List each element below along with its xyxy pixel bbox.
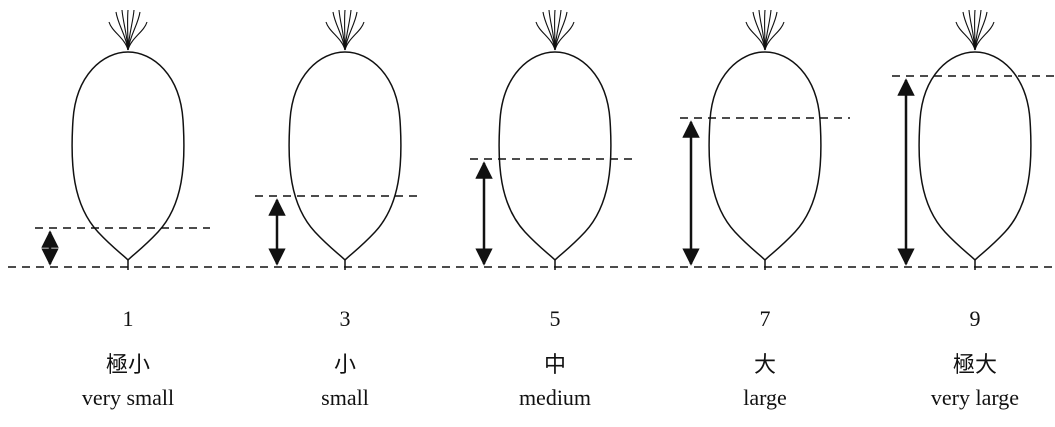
root-9 [918, 9, 1032, 270]
english-label-7: large [743, 385, 787, 410]
leaf-tuft-icon [745, 9, 785, 51]
japanese-label-1: 極小 [105, 352, 150, 377]
score-label-7: 7 [759, 306, 771, 331]
japanese-label-5: 中 [543, 352, 566, 377]
root-7 [708, 9, 822, 270]
score-label-9: 9 [969, 306, 981, 331]
root-outline [288, 51, 402, 262]
score-label-3: 3 [339, 306, 351, 331]
root-outline [708, 51, 822, 262]
japanese-label-9: 極大 [952, 352, 997, 377]
leaf-tuft-icon [955, 9, 995, 51]
root-outline [71, 51, 185, 262]
english-label-9: very large [930, 385, 1020, 410]
root-5 [498, 9, 612, 270]
english-label-5: medium [518, 385, 592, 410]
root-outline [918, 51, 1032, 262]
leaf-tuft-icon [325, 9, 365, 51]
leaf-tuft-icon [108, 9, 148, 51]
leaf-tuft-icon [535, 9, 575, 51]
score-label-5: 5 [549, 306, 561, 331]
japanese-label-3: 小 [333, 352, 356, 377]
english-label-1: very small [81, 385, 175, 410]
root-1 [71, 9, 185, 270]
root-outline [498, 51, 612, 262]
score-label-1: 1 [122, 306, 134, 331]
japanese-label-7: 大 [753, 352, 776, 377]
english-label-3: small [321, 385, 369, 410]
root-3 [288, 9, 402, 270]
